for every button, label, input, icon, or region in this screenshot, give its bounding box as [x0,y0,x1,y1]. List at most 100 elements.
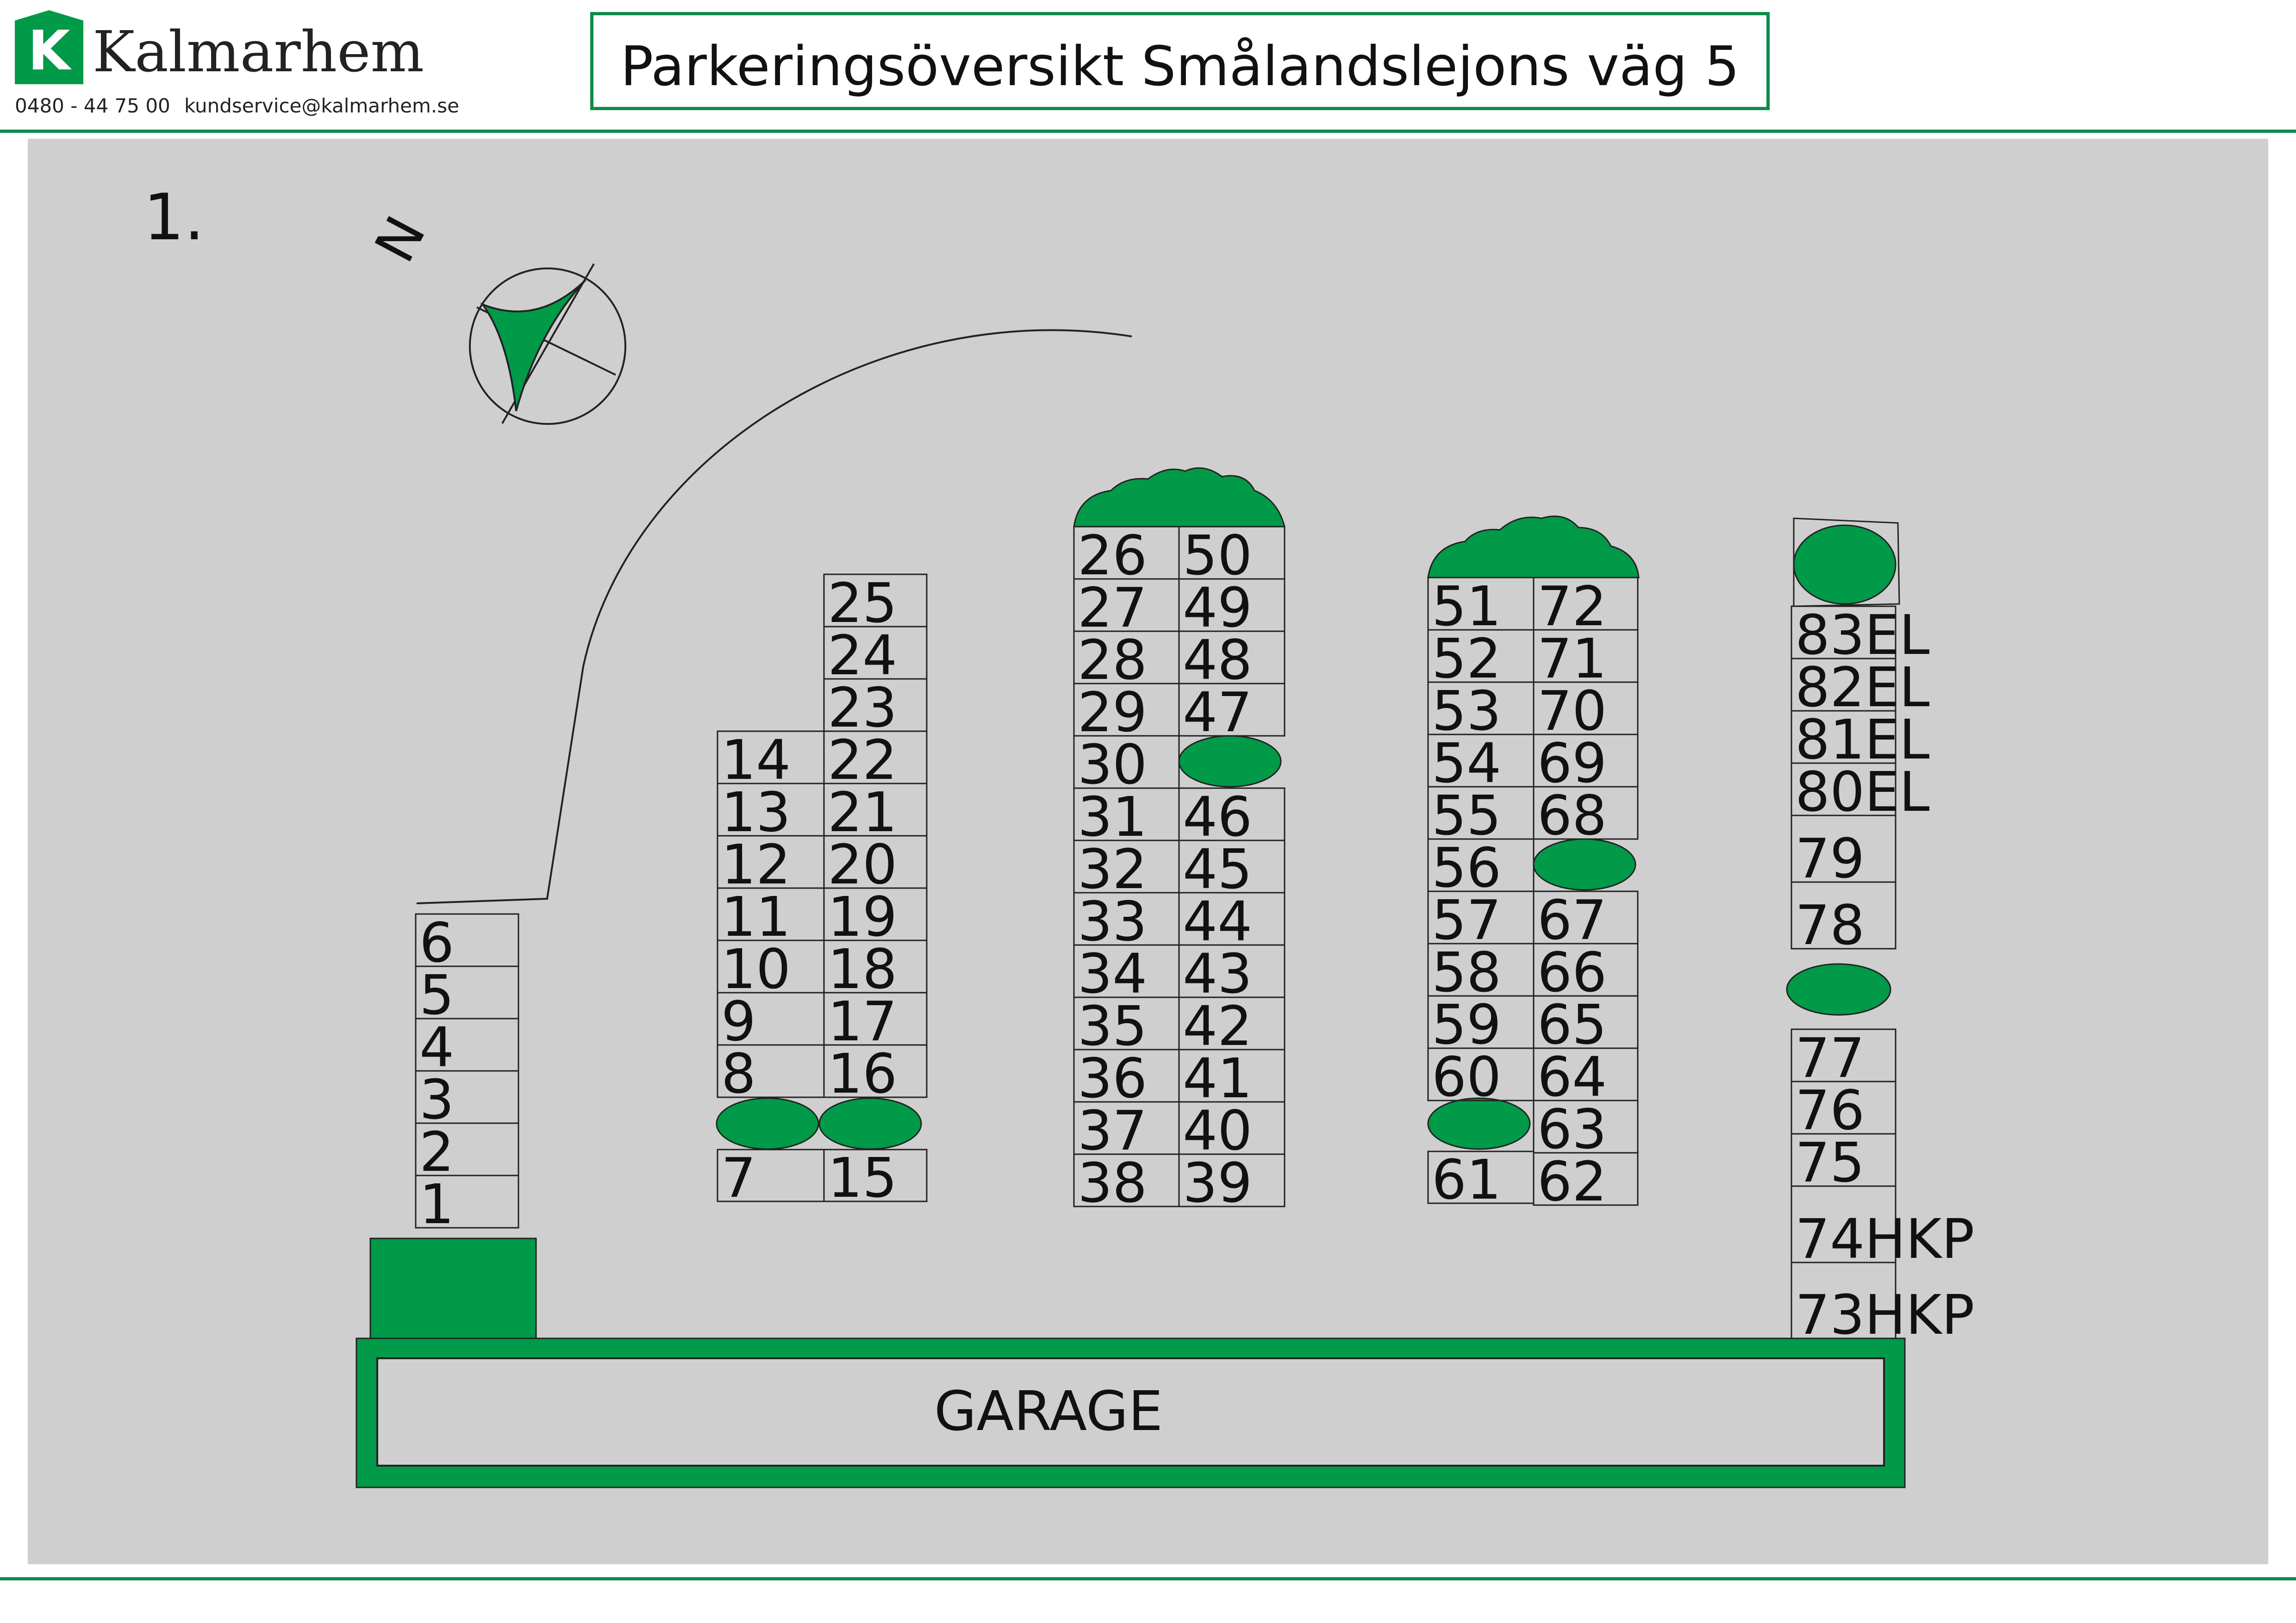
parking-stall-box [1533,1152,1639,1206]
parking-stall-box [415,1175,519,1229]
map-number: 1. [144,180,205,255]
parking-stall-46: 46 [1183,785,1252,849]
parking-stall-70: 70 [1537,679,1607,743]
page-title: Parkeringsöversikt Smålandslejons väg 5 [620,34,1740,98]
parking-stall-29: 29 [1078,680,1147,744]
parking-stall-2: 2 [419,1120,454,1184]
parking-stall-20: 20 [828,833,897,896]
parking-stall-box [1791,1262,1897,1339]
parking-stall-27: 27 [1078,576,1147,640]
green-block [369,1237,537,1349]
parking-stall-58: 58 [1432,940,1501,1004]
parking-stall-box [1178,1153,1285,1207]
parking-stall-42: 42 [1183,994,1252,1058]
parking-stall-35: 35 [1078,994,1147,1058]
parking-stall-28: 28 [1078,628,1147,692]
hedge-far-right-2 [1786,963,1891,1016]
parking-stall-83EL: 83EL [1795,603,1930,667]
parking-stall-13: 13 [721,780,791,844]
parking-stall-30: 30 [1078,733,1147,796]
parking-stall-54: 54 [1432,731,1501,795]
hedge-row4-63 [1427,1097,1531,1150]
parking-stall-25: 25 [828,571,897,635]
hedge-far-right-top [1793,517,1900,607]
parking-stall-7: 7 [721,1146,756,1210]
parking-stall-56: 56 [1432,836,1501,900]
parking-stall-43: 43 [1183,942,1252,1006]
parking-stall-12: 12 [721,833,791,896]
parking-stall-55: 55 [1432,784,1501,847]
parking-stalls: 6543211413121110987252423222120191817161… [415,523,1974,1347]
parking-stall-53: 53 [1432,679,1501,743]
parking-stall-61: 61 [1432,1148,1501,1212]
parking-stall-71: 71 [1537,627,1607,690]
parking-stall-8: 8 [721,1042,756,1106]
parking-stall-77: 77 [1795,1026,1865,1090]
parking-stall-40: 40 [1183,1099,1252,1163]
parking-stall-11: 11 [721,885,791,949]
parking-stall-6: 6 [419,911,454,975]
parking-stall-5: 5 [419,963,454,1027]
hedge-row4-top [1427,516,1640,578]
logo-house-icon: K [15,10,83,84]
parking-stall-45: 45 [1183,837,1252,901]
parking-stall-47: 47 [1183,680,1252,744]
parking-stall-4: 4 [419,1015,454,1079]
parking-stall-1: 1 [419,1172,454,1236]
parking-stall-16: 16 [828,1042,897,1106]
garage-inner [376,1357,1885,1467]
parking-stall-32: 32 [1078,837,1147,901]
garage-label: GARAGE [934,1379,1163,1443]
hedge-row2-left [716,1097,819,1150]
parking-stall-10: 10 [721,937,791,1001]
compass-icon [469,263,626,425]
parking-stall-box [1791,881,1897,950]
parking-stall-box [823,1149,928,1202]
parking-stall-26: 26 [1078,523,1147,587]
parking-stall-36: 36 [1078,1046,1147,1110]
parking-stall-64: 64 [1537,1045,1607,1109]
parking-stall-74HKP: 74HKP [1795,1207,1974,1271]
parking-stall-57: 57 [1432,888,1501,952]
phone-number: 0480 - 44 75 00 [15,94,170,117]
hedge-row3-top [1073,467,1285,528]
parking-stall-81EL: 81EL [1795,708,1930,771]
parking-stall-51: 51 [1432,574,1501,638]
parking-stall-39: 39 [1183,1151,1252,1215]
parking-stall-52: 52 [1432,627,1501,690]
parking-stall-15: 15 [828,1146,897,1210]
parking-stall-65: 65 [1537,993,1607,1057]
title-box: Parkeringsöversikt Smålandslejons väg 5 [590,12,1770,110]
parking-stall-62: 62 [1537,1150,1607,1213]
parking-stall-22: 22 [828,728,897,792]
parking-stall-31: 31 [1078,785,1147,849]
hedge-far-right-1 [1793,524,1897,605]
parking-stall-66: 66 [1537,940,1607,1004]
footpath [416,329,1132,904]
parking-stall-68: 68 [1537,784,1607,847]
parking-stall-18: 18 [828,937,897,1001]
parking-stall-33: 33 [1078,889,1147,953]
kalmarhem-logo: K Kalmarhem 0480 - 44 75 00 kundservice@… [15,10,478,121]
parking-stall-78: 78 [1795,893,1865,957]
parking-stall-38: 38 [1078,1151,1147,1215]
parking-stall-80EL: 80EL [1795,760,1930,824]
email-address: kundservice@kalmarhem.se [184,94,459,117]
parking-stall-60: 60 [1432,1045,1501,1109]
parking-stall-23: 23 [828,676,897,740]
parking-stall-box [1533,786,1639,840]
parking-stall-box [1178,683,1285,737]
parking-stall-73HKP: 73HKP [1795,1283,1974,1347]
parking-stall-82EL: 82EL [1795,655,1930,719]
parking-stall-box [823,1044,928,1098]
parking-stall-9: 9 [721,989,756,1053]
parking-stall-34: 34 [1078,942,1147,1006]
parking-stall-49: 49 [1183,576,1252,640]
parking-stall-79: 79 [1795,827,1865,890]
parking-stall-17: 17 [828,989,897,1053]
north-label: N [362,206,438,272]
hedge-row2-right [818,1097,922,1150]
parking-stall-50: 50 [1183,523,1252,587]
parking-stall-69: 69 [1537,731,1607,795]
